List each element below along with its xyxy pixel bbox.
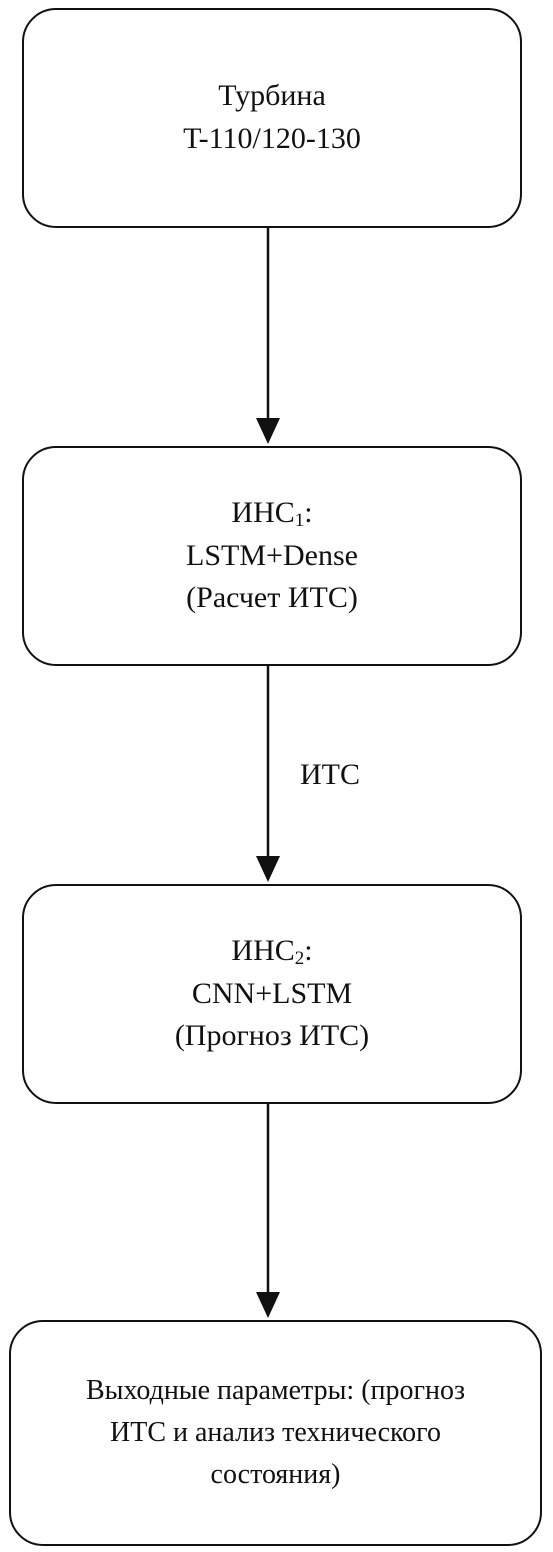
ann2-node: ИНС2: CNN+LSTM (Прогноз ИТС): [22, 884, 522, 1104]
turbine-node: Турбина T-110/120-130: [22, 8, 522, 228]
node-label: (Прогноз ИТС): [174, 1019, 370, 1053]
node-label: (Расчет ИТС): [186, 581, 358, 615]
edge-label-its: ИТС: [300, 758, 360, 791]
node-label: ИТС и анализ технического: [110, 1417, 441, 1448]
node-title-suffix: :: [304, 933, 313, 967]
edge-ann1-to-ann2: [256, 666, 280, 882]
edge-ann2-to-output: [256, 1104, 280, 1318]
node-title-suffix: :: [304, 495, 313, 529]
node-title: ИНС1:: [231, 492, 312, 535]
node-title: ИНС2:: [231, 930, 312, 973]
output-node: Выходные параметры: (прогноз ИТС и анали…: [9, 1320, 542, 1546]
ann1-node: ИНС1: LSTM+Dense (Расчет ИТС): [22, 446, 522, 666]
edge-turbine-to-ann1: [256, 228, 280, 444]
node-title-text: ИНС: [231, 495, 295, 529]
node-label: Турбина: [218, 79, 326, 113]
node-label: T-110/120-130: [183, 122, 361, 155]
node-title-text: ИНС: [231, 933, 295, 967]
node-title-subscript: 1: [294, 509, 305, 531]
arrowhead-icon: [256, 418, 280, 444]
arrowhead-icon: [256, 856, 280, 882]
arrowhead-icon: [256, 1292, 280, 1318]
node-label: состояния): [210, 1459, 341, 1490]
node-label: CNN+LSTM: [191, 976, 353, 1010]
node-title-subscript: 2: [294, 947, 305, 969]
node-label: Выходные параметры: (прогноз: [85, 1375, 466, 1406]
node-label: LSTM+Dense: [186, 538, 358, 572]
